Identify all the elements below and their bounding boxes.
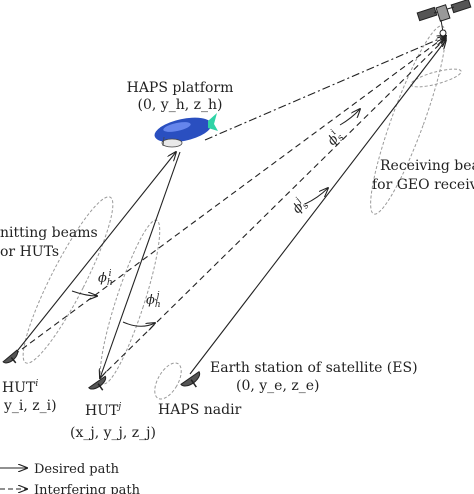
- angle-arc-phi-h-i: [71, 290, 97, 296]
- geo-satellite-icon: [416, 0, 472, 37]
- interfering-path-haps-to-geo: [204, 36, 446, 141]
- interfering-paths: [13, 36, 446, 379]
- geo-receiving-beam-label: Receiving beam: [380, 158, 474, 174]
- geo-receiver-label: for GEO receiver: [372, 177, 474, 193]
- hut-i-label: HUTi: [2, 379, 38, 396]
- angle-arc-phi-h-j: [122, 321, 155, 326]
- hut-j-label: HUTj: [85, 402, 121, 419]
- beam-lobes: [22, 25, 462, 400]
- hut-j-coords: (x_j, y_j, z_j): [70, 425, 156, 441]
- angle-arcs: [71, 109, 360, 326]
- es-beam-lobe: [154, 362, 182, 400]
- angle-arc-phi-s-i: [339, 109, 360, 126]
- hut-i-dish-icon: [2, 349, 19, 364]
- desired-path-hut-i-to-haps: [13, 152, 176, 356]
- haps-platform-coords: (0, y_h, z_h): [138, 97, 223, 113]
- earth-station-coords: (0, y_e, z_e): [236, 378, 320, 394]
- earth-station-label: Earth station of satellite (ES): [210, 360, 418, 376]
- interfering-path-hut-j-to-geo: [99, 38, 446, 379]
- geo-side-lobe: [410, 68, 462, 88]
- haps-platform-title: HAPS platform: [127, 80, 234, 96]
- legend-interfering-label: Interfering path: [34, 483, 141, 494]
- hut-j-beam-lobe: [99, 219, 161, 385]
- hut-i-beam-lobe: [22, 196, 114, 364]
- desired-path-haps-to-hut-j: [100, 151, 181, 378]
- tx-beams-huts-label: or HUTs: [0, 244, 59, 260]
- hut-j-dish-icon: [88, 375, 107, 391]
- angle-label-phi-h-j: ϕhj: [146, 291, 161, 310]
- haps-airship-icon: [154, 113, 218, 148]
- haps-nadir-label: HAPS nadir: [158, 402, 242, 418]
- angle-label-phi-s-i: ϕsi: [323, 127, 346, 150]
- angle-label-phi-s-j: ϕsj: [288, 195, 311, 218]
- hut-i-coords: y_i, z_i): [3, 398, 57, 414]
- desired-paths: [13, 40, 446, 378]
- legend-desired-label: Desired path: [34, 462, 120, 477]
- tx-beams-label: nitting beams: [0, 225, 98, 241]
- earth-station-dish-icon: [180, 370, 201, 388]
- angle-label-phi-h-i: ϕhi: [98, 269, 113, 288]
- legend: Desired path Interfering path: [0, 462, 141, 494]
- desired-path-es-to-geo: [189, 40, 446, 375]
- angle-arc-phi-s-j: [304, 188, 328, 205]
